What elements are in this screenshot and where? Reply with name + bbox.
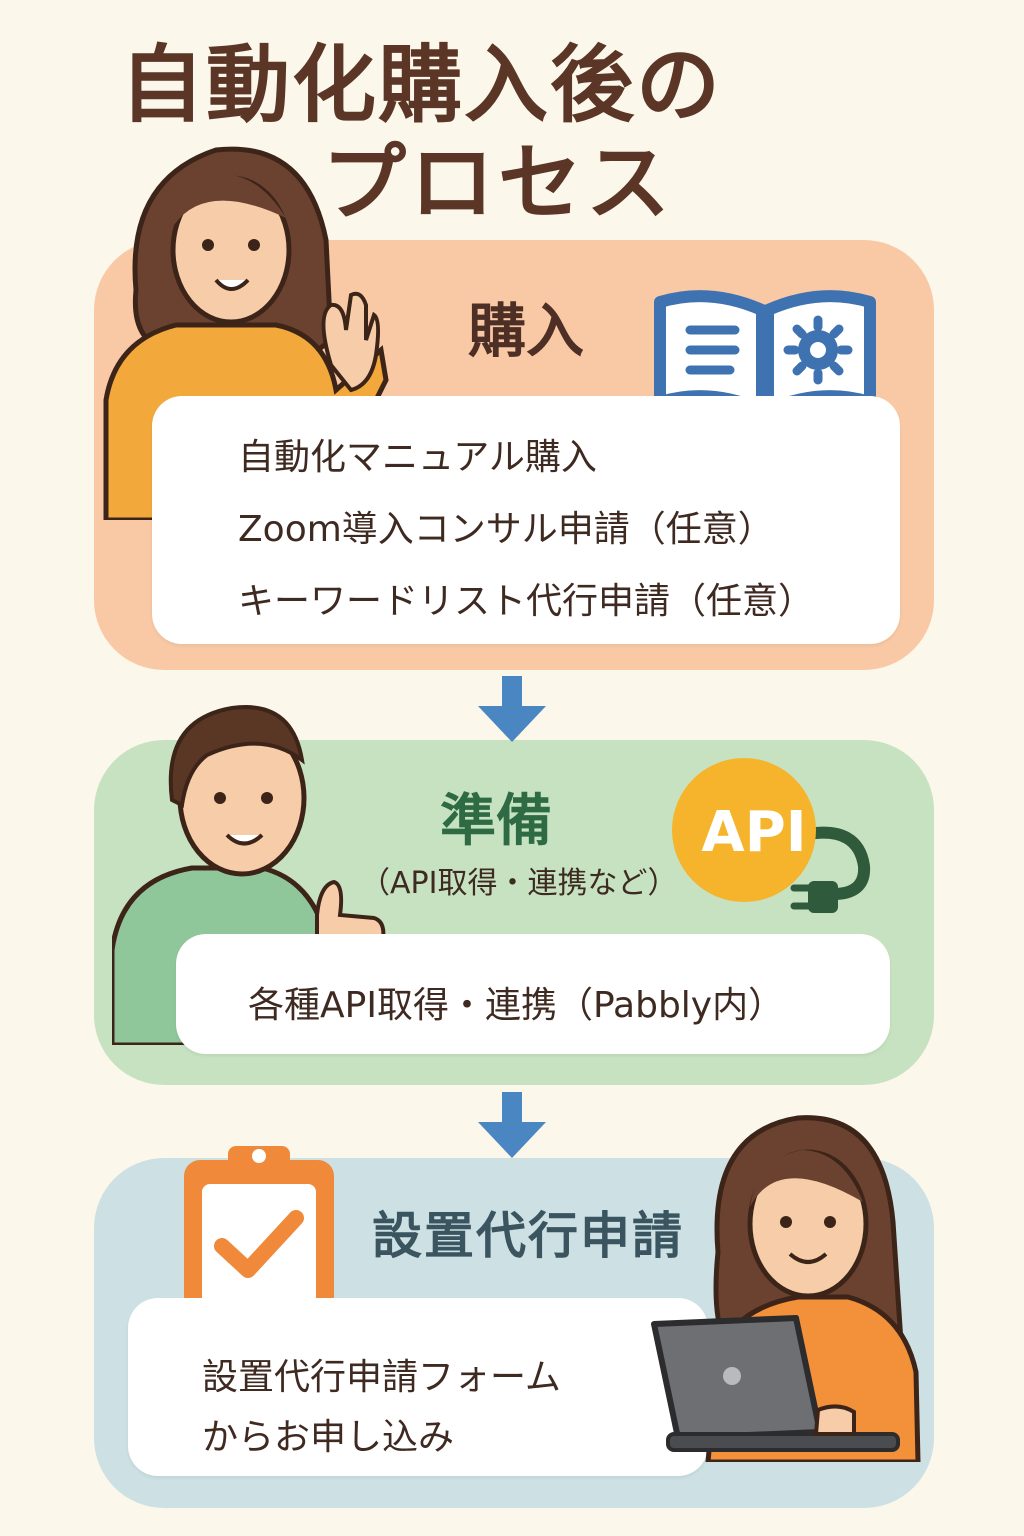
woman-waving-illustration [103, 146, 389, 520]
step-preparation-subheading: （API取得・連携など） [360, 866, 678, 901]
step-preparation-card [176, 934, 890, 1054]
title-line-1: 自動化購入後の [120, 36, 723, 134]
step-purchase-heading: 購入 [468, 297, 585, 365]
list-item: 自動化マニュアル購入 [238, 437, 597, 478]
api-plug-icon [672, 758, 871, 913]
arrow-down-icon [478, 676, 546, 742]
step-setup-request-card [128, 1298, 708, 1476]
list-item: キーワードリスト代行申請（任意） [238, 581, 815, 622]
arrow-down-icon [478, 1092, 546, 1158]
api-badge-label: API [701, 800, 807, 865]
step-preparation-heading: 準備 [440, 789, 552, 854]
clipboard-check-icon [184, 1146, 334, 1326]
list-item: 各種API取得・連携（Pabbly内） [248, 985, 785, 1026]
title-line-2: プロセス [322, 134, 675, 232]
list-item: Zoom導入コンサル申請（任意） [238, 509, 774, 550]
step-setup-request-heading: 設置代行申請 [372, 1207, 684, 1265]
list-item: 設置代行申請フォーム [202, 1357, 561, 1398]
list-item: からお申し込み [202, 1417, 455, 1458]
woman-laptop-illustration [651, 1115, 921, 1462]
step-purchase-card [152, 396, 900, 644]
